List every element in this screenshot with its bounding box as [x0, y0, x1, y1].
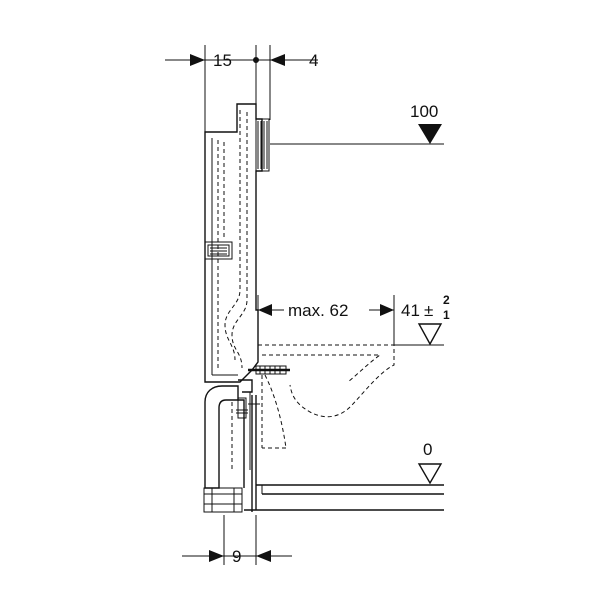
level-triangle-outline-icon: [417, 323, 443, 346]
dim-label-15: 15: [213, 51, 232, 70]
top-dimension: 15 4: [165, 45, 318, 132]
connection-box: [204, 241, 233, 260]
level-triangle-filled-icon: [418, 124, 442, 144]
dimension-dot: [253, 57, 259, 63]
level-100: 100: [270, 102, 444, 145]
tolerance-minus: 1: [443, 308, 450, 322]
dim-label-max: max. 62: [288, 301, 348, 320]
dim-label-9: 9: [232, 547, 241, 566]
arrow-right-icon: [190, 54, 205, 66]
arrow-right-icon: [380, 304, 394, 316]
dim-label-4: 4: [309, 51, 318, 70]
arrow-left-icon: [258, 304, 272, 316]
arrow-left-icon: [270, 54, 285, 66]
pipe-sleeve: [203, 487, 243, 513]
drain-pipe: [203, 379, 253, 513]
level-label-0: 0: [423, 440, 432, 459]
bottom-dimension: 9: [182, 515, 292, 566]
wc-bowl: [248, 344, 395, 449]
level-41: 41 ± 2 1: [394, 293, 450, 346]
level-label-100: 100: [410, 102, 438, 121]
level-0: 0: [417, 440, 443, 485]
arrow-left-icon: [256, 550, 271, 562]
svg-text:±: ±: [424, 301, 433, 320]
max-dimension: max. 62: [257, 295, 395, 345]
level-label-41: 41: [401, 301, 420, 320]
wall-floor: [244, 395, 444, 512]
tolerance-plus: 2: [443, 293, 450, 307]
installation-frame: [204, 103, 270, 383]
wall-plate: [255, 118, 270, 172]
arrow-right-icon: [209, 550, 224, 562]
level-triangle-outline-icon: [417, 463, 443, 485]
